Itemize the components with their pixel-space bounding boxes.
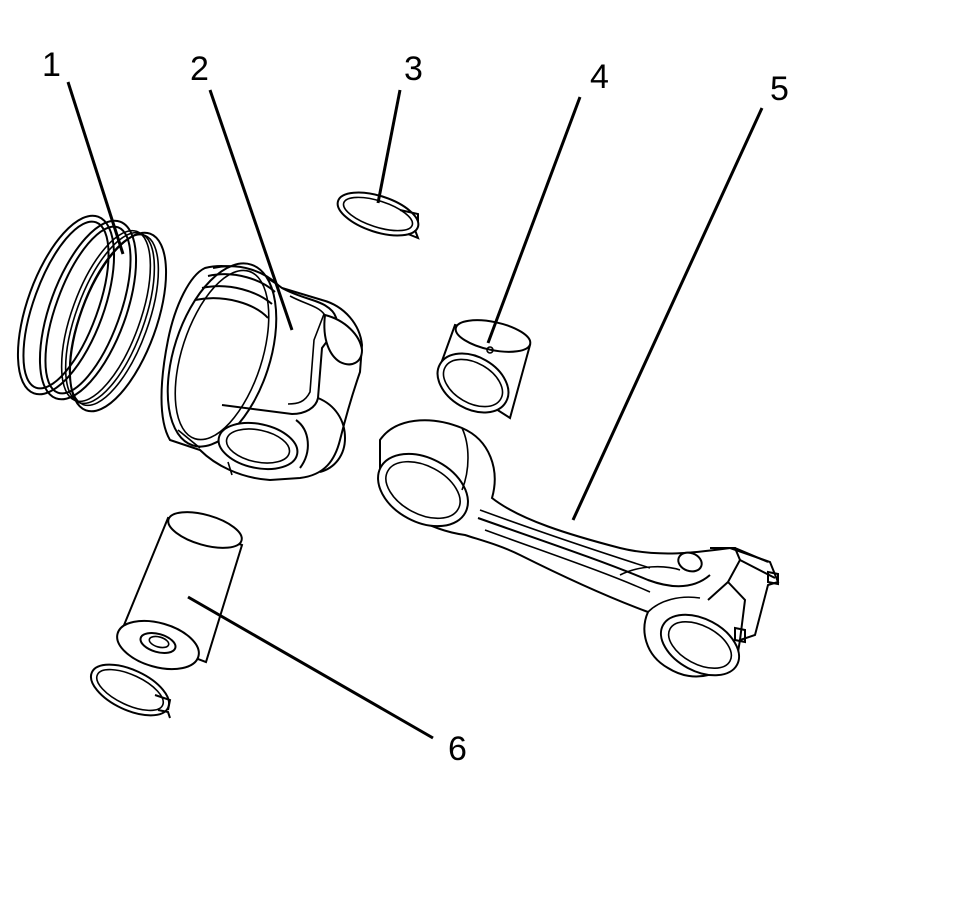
retaining-clip-bottom [90, 663, 172, 719]
piston [160, 262, 364, 482]
leader-4 [486, 96, 582, 344]
leader-5 [571, 107, 764, 521]
leader-3 [376, 89, 402, 204]
callout-1: 1 [42, 46, 61, 84]
callout-4: 4 [590, 58, 609, 96]
callout-5: 5 [770, 70, 789, 108]
callout-3: 3 [404, 50, 423, 88]
piston-rings [16, 214, 168, 413]
callout-6: 6 [448, 730, 467, 768]
leader-6 [187, 595, 434, 740]
leader-1 [66, 81, 125, 255]
leader-2 [208, 89, 294, 331]
pin-bushing [436, 319, 532, 420]
retaining-clip-top [336, 191, 420, 240]
callout-2: 2 [190, 50, 209, 88]
piston-pin [116, 511, 244, 671]
connecting-rod [377, 419, 780, 678]
